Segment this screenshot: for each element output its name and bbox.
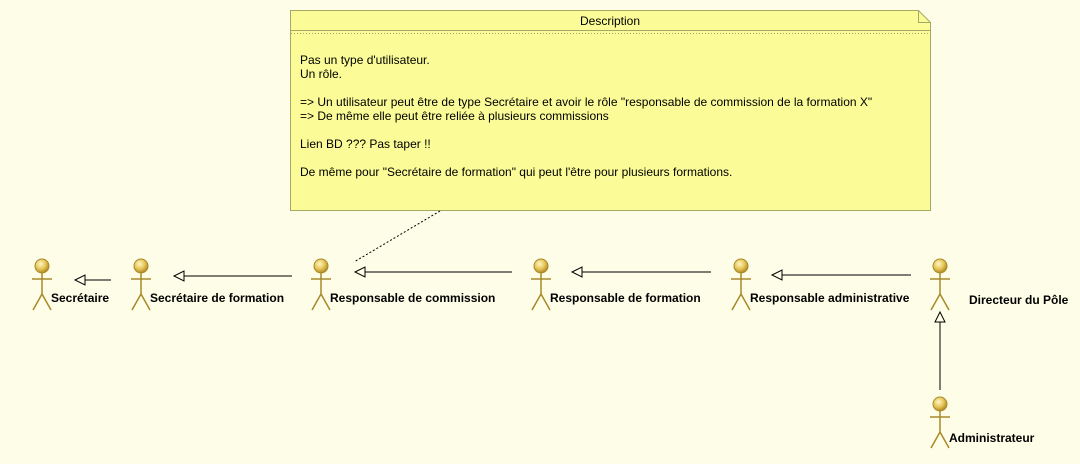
actor-leg — [740, 293, 751, 311]
note-line: Lien BD ??? Pas taper !! — [300, 137, 431, 151]
actor-leg — [540, 293, 551, 311]
note-fold — [918, 10, 931, 23]
actor-label-responsable-commission: Responsable de commission — [330, 291, 495, 305]
description-note: Description Pas un type d'utilisateur. U… — [290, 10, 931, 211]
actor-leg — [41, 293, 52, 311]
actor-label-directeur-pole: Directeur du Pôle — [969, 293, 1069, 307]
actor-leg — [140, 293, 151, 311]
note-line: => De même elle peut être reliée à plusi… — [300, 109, 609, 123]
actor-label-responsable-formation: Responsable de formation — [550, 291, 701, 305]
note-line: => Un utilisateur peut être de type Secr… — [300, 95, 872, 109]
generalization-arrowhead — [770, 269, 783, 281]
actor-label-responsable-administrative: Responsable administrative — [750, 291, 910, 305]
generalization-arrowhead — [570, 266, 583, 278]
actor-label-secretaire: Secrétaire — [51, 291, 109, 305]
actor-directeur-pole[interactable] — [930, 258, 950, 311]
actor-head — [932, 258, 948, 274]
actor-head — [34, 258, 50, 274]
actor-leg — [930, 431, 941, 449]
actor-label-administrateur: Administrateur — [949, 431, 1035, 445]
actor-secretaire[interactable] — [32, 258, 52, 311]
actor-responsable-administrative[interactable] — [731, 258, 751, 311]
note-connector — [353, 210, 441, 263]
generalization-arrowhead — [353, 266, 366, 278]
generalization-arrows — [73, 266, 946, 390]
note-line: Un rôle. — [300, 67, 342, 81]
actor-leg — [311, 293, 322, 311]
actor-leg — [320, 293, 331, 311]
actor-head — [133, 258, 149, 274]
actor-responsable-commission[interactable] — [311, 258, 331, 311]
actor-leg — [131, 293, 142, 311]
actor-responsable-formation[interactable] — [531, 258, 551, 311]
generalization-arrowhead — [172, 270, 185, 282]
actor-secretaire-formation[interactable] — [131, 258, 151, 311]
actor-leg — [32, 293, 43, 311]
note-title: Description — [580, 14, 640, 28]
actor-head — [533, 258, 549, 274]
generalization-arrowhead — [934, 310, 946, 323]
actor-head — [932, 396, 948, 412]
actor-leg — [930, 293, 941, 311]
note-line: Pas un type d'utilisateur. — [300, 53, 430, 67]
actor-leg — [939, 431, 950, 449]
actor-leg — [731, 293, 742, 311]
generalization-arrowhead — [73, 274, 86, 286]
actor-leg — [939, 293, 950, 311]
actor-leg — [531, 293, 542, 311]
actor-administrateur[interactable] — [930, 396, 950, 449]
actor-head — [313, 258, 329, 274]
note-shape — [290, 10, 931, 211]
actor-head — [733, 258, 749, 274]
note-line: De même pour "Secrétaire de formation" q… — [300, 165, 732, 179]
actor-label-secretaire-formation: Secrétaire de formation — [150, 291, 284, 305]
